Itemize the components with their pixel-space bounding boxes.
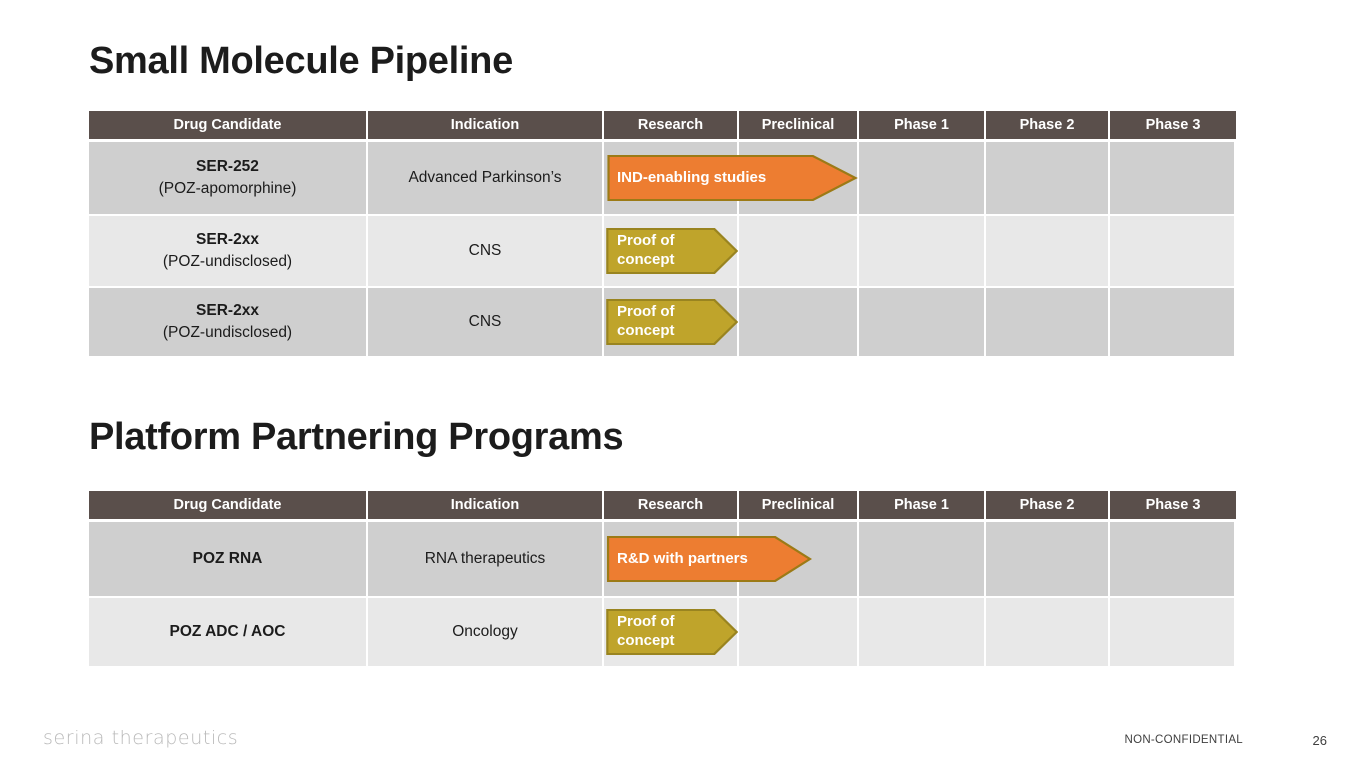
table-row: SER-2xx (POZ-undisclosed) CNS Proof of conc… [89, 288, 1236, 356]
drug-candidate-text: POZ ADC / AOC [170, 621, 286, 643]
column-header-phase-3: Phase 3 [1110, 491, 1236, 519]
cell-phase-phase-2 [986, 598, 1110, 666]
phase-bar-label: R&D with partners [617, 549, 748, 567]
drug-name: SER-2xx [196, 301, 259, 319]
cell-phase-phase-2 [986, 288, 1110, 356]
page-number: 26 [1312, 733, 1327, 748]
arrow-shape-icon [606, 536, 812, 582]
cell-phase-phase-2 [986, 142, 1110, 214]
cell-phase-preclinical [739, 598, 859, 666]
arrow-layer: Proof of concept [89, 288, 1236, 356]
cell-drug-candidate: SER-2xx (POZ-undisclosed) [89, 288, 368, 356]
cell-indication: CNS [368, 288, 604, 356]
column-header-phase-2: Phase 2 [986, 111, 1110, 139]
column-header-phase-2: Phase 2 [986, 491, 1110, 519]
drug-subtitle: (POZ-undisclosed) [162, 324, 293, 341]
cell-phase-preclinical [739, 216, 859, 286]
cell-phase-preclinical [739, 288, 859, 356]
phase-bar-label: Proof of concept [617, 303, 675, 339]
drug-name: POZ RNA [192, 549, 263, 567]
column-header-research: Research [604, 111, 739, 139]
drug-subtitle: (POZ-undisclosed) [162, 253, 293, 270]
drug-candidate-text: SER-2xx (POZ-undisclosed) [163, 229, 292, 274]
cell-phase-phase-1 [859, 598, 986, 666]
cell-phase-phase-3 [1110, 522, 1236, 596]
cell-drug-candidate: SER-252 (POZ-apomorphine) [89, 142, 368, 214]
cell-phase-phase-2 [986, 216, 1110, 286]
table-row: POZ ADC / AOC Oncology Proof of concept [89, 598, 1236, 666]
phase-bar-olive[interactable]: Proof of concept [606, 228, 738, 274]
indication-text: RNA therapeutics [424, 550, 546, 567]
cell-phase-phase-1 [859, 142, 986, 214]
phase-bar-olive[interactable]: Proof of concept [606, 299, 738, 345]
arrow-shape-icon [606, 228, 738, 274]
company-logo-wordmark: serina therapeutics [43, 727, 239, 749]
drug-name: SER-252 [196, 157, 259, 175]
cell-phase-phase-1 [859, 522, 986, 596]
column-header-preclinical: Preclinical [739, 111, 859, 139]
arrow-layer: Proof of concept [89, 216, 1236, 286]
phase-bar-orange[interactable]: R&D with partners [606, 536, 812, 582]
cell-phase-phase-3 [1110, 216, 1236, 286]
indication-text: Advanced Parkinson’s [408, 169, 562, 186]
cell-drug-candidate: POZ ADC / AOC [89, 598, 368, 666]
drug-subtitle: (POZ-apomorphine) [158, 180, 297, 197]
page-title-small-molecule: Small Molecule Pipeline [89, 40, 513, 82]
drug-name: SER-2xx [196, 230, 259, 248]
arrow-layer: R&D with partners [89, 522, 1236, 596]
cell-indication: Advanced Parkinson’s [368, 142, 604, 214]
indication-text: Oncology [452, 623, 518, 640]
arrow-shape-icon [606, 299, 738, 345]
phase-bar-orange[interactable]: IND-enabling studies [606, 155, 858, 201]
indication-text: CNS [468, 313, 502, 330]
table-row: POZ RNA RNA therapeutics R&D with partners [89, 522, 1236, 596]
indication-text: CNS [468, 242, 502, 259]
column-header-research: Research [604, 491, 739, 519]
cell-indication: CNS [368, 216, 604, 286]
table-row: SER-252 (POZ-apomorphine) Advanced Parkins… [89, 142, 1236, 214]
cell-phase-phase-1 [859, 288, 986, 356]
arrow-shape-icon [606, 609, 738, 655]
drug-candidate-text: POZ RNA [193, 548, 263, 570]
arrow-layer: Proof of concept [89, 598, 1236, 666]
column-header-drug-candidate: Drug Candidate [89, 111, 368, 139]
drug-candidate-text: SER-252 (POZ-apomorphine) [159, 156, 297, 201]
cell-phase-phase-3 [1110, 598, 1236, 666]
drug-candidate-text: SER-2xx (POZ-undisclosed) [163, 300, 292, 345]
cell-drug-candidate: SER-2xx (POZ-undisclosed) [89, 216, 368, 286]
arrow-shape-icon [606, 155, 858, 201]
cell-phase-phase-1 [859, 216, 986, 286]
phase-bar-label: IND-enabling studies [617, 168, 767, 186]
cell-phase-phase-2 [986, 522, 1110, 596]
column-header-phase-3: Phase 3 [1110, 111, 1236, 139]
cell-phase-phase-3 [1110, 288, 1236, 356]
table-row: SER-2xx (POZ-undisclosed) CNS Proof of conc… [89, 216, 1236, 286]
column-header-preclinical: Preclinical [739, 491, 859, 519]
column-header-indication: Indication [368, 491, 604, 519]
phase-bar-olive[interactable]: Proof of concept [606, 609, 738, 655]
cell-phase-phase-3 [1110, 142, 1236, 214]
column-header-indication: Indication [368, 111, 604, 139]
phase-bar-label: Proof of concept [617, 613, 675, 649]
drug-name: POZ ADC / AOC [169, 622, 286, 640]
arrow-layer: IND-enabling studies [89, 142, 1236, 214]
column-header-phase-1: Phase 1 [859, 491, 986, 519]
page-title-platform-partnering: Platform Partnering Programs [89, 416, 624, 458]
column-header-drug-candidate: Drug Candidate [89, 491, 368, 519]
column-header-phase-1: Phase 1 [859, 111, 986, 139]
confidentiality-note: NON-CONFIDENTIAL [1124, 734, 1243, 746]
phase-bar-label: Proof of concept [617, 232, 675, 268]
cell-indication: Oncology [368, 598, 604, 666]
cell-drug-candidate: POZ RNA [89, 522, 368, 596]
cell-indication: RNA therapeutics [368, 522, 604, 596]
